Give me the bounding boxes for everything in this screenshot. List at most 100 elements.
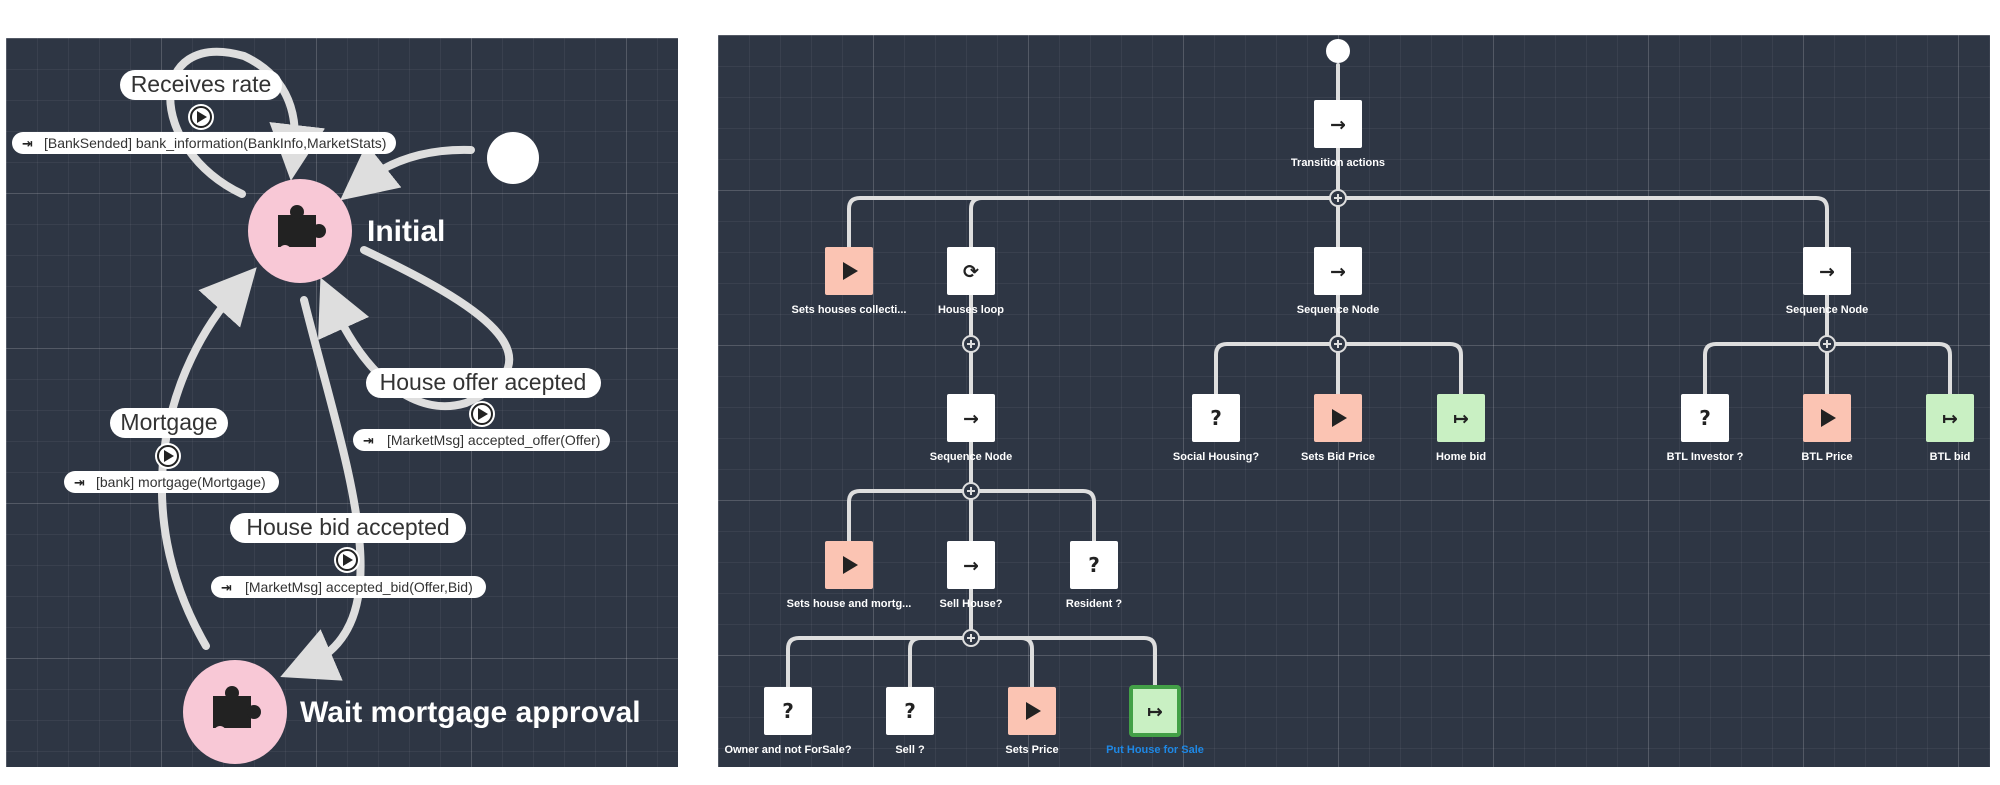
arrow-right-icon: → (963, 555, 979, 577)
svg-text:→: → (963, 408, 979, 430)
svg-text:?: ? (782, 699, 794, 723)
bt-node-label: Sequence Node (1786, 304, 1869, 316)
state-wait-mortgage-approval[interactable]: Wait mortgage approval (183, 660, 641, 764)
goal-arrow-icon: ↦ (1147, 701, 1163, 723)
edge-seq_right (1336, 196, 1829, 249)
bt-node-sets-houses[interactable]: Sets houses collecti... (792, 247, 907, 316)
state-machine-svg: Initial Wait mortgage approval Receives … (12, 47, 641, 764)
bt-node-sets-price[interactable]: Sets Price (1005, 687, 1059, 756)
bt-node-label: Transition actions (1291, 157, 1385, 169)
goal-arrow-icon: ↦ (1942, 408, 1958, 430)
arrow-right-icon: → (1819, 261, 1835, 283)
bt-node-resident[interactable]: ?Resident ? (1066, 541, 1123, 610)
edge-sets_house_mort (847, 489, 973, 543)
bt-node-label: Houses loop (938, 304, 1004, 316)
bt-node-sell[interactable]: ?Sell ? (886, 687, 934, 756)
play-icon (843, 262, 858, 280)
edge-start-to-initial[interactable] (340, 143, 475, 201)
edge-houses_loop (969, 196, 1340, 249)
transition-trigger: [MarketMsg] accepted_offer(Offer) (387, 432, 600, 448)
edge-social (1214, 342, 1340, 396)
trigger-icon: ⇥ (363, 434, 374, 449)
transition-receives-rate[interactable]: Receives rate ⇥ [BankSended] bank_inform… (12, 70, 396, 154)
play-icon (1026, 702, 1041, 720)
bt-node-label: Social Housing? (1173, 451, 1259, 463)
svg-text:?: ? (1210, 406, 1222, 430)
trigger-icon: ⇥ (74, 476, 85, 491)
bt-node-label: Put House for Sale (1106, 744, 1204, 756)
edge-sets_houses (847, 196, 1340, 249)
bt-node-label: Sets house and mortg... (787, 598, 912, 610)
transition-trigger: [bank] mortgage(Mortgage) (96, 474, 266, 490)
add-child-button[interactable] (962, 629, 980, 647)
trigger-icon: ⇥ (221, 581, 232, 596)
transition-mortgage[interactable]: Mortgage ⇥ [bank] mortgage(Mortgage) (64, 408, 279, 493)
transition-trigger: [BankSended] bank_information(BankInfo,M… (44, 135, 386, 151)
bt-node-social[interactable]: ? Social Housing? (1173, 394, 1259, 463)
bt-node-btl-bid[interactable]: ↦ BTL bid (1926, 394, 1974, 463)
bt-node-label: Sell ? (895, 744, 925, 756)
bt-node-houses-loop[interactable]: ⟳ Houses loop (938, 247, 1004, 316)
play-icon[interactable] (155, 443, 181, 469)
bt-node-seq-right[interactable]: → Sequence Node (1786, 247, 1869, 316)
bt-node-bid-price[interactable]: Sets Bid Price (1301, 394, 1375, 463)
state-machine-canvas[interactable]: Initial Wait mortgage approval Receives … (6, 38, 678, 767)
transition-house-offer-acepted[interactable]: House offer acepted ⇥ [MarketMsg] accept… (353, 368, 610, 451)
add-child-button[interactable] (962, 482, 980, 500)
edge-sets_price (969, 636, 1034, 689)
state-label-initial: Initial (367, 215, 445, 248)
bt-node-label: Sequence Node (930, 451, 1013, 463)
svg-text:↦: ↦ (1453, 408, 1469, 430)
start-dot[interactable] (1326, 39, 1350, 63)
bt-node-label: BTL bid (1930, 451, 1971, 463)
bt-node-label: Sell House? (940, 598, 1003, 610)
svg-text:↦: ↦ (1942, 408, 1958, 430)
transition-name: House bid accepted (246, 514, 449, 540)
bt-node-seq-loop[interactable]: → Sequence Node (930, 394, 1013, 463)
play-icon (1821, 409, 1836, 427)
edge-put_house (969, 636, 1157, 689)
puzzle-icon (278, 205, 326, 257)
svg-text:→: → (1330, 261, 1346, 283)
transition-house-bid-accepted[interactable]: House bid accepted ⇥ [MarketMsg] accepte… (211, 513, 486, 598)
question-icon: ? (1699, 406, 1711, 430)
arrow-right-icon: → (1330, 261, 1346, 283)
play-icon (843, 556, 858, 574)
play-icon[interactable] (334, 547, 360, 573)
bt-node-root[interactable]: →Transition actions (1291, 100, 1385, 169)
bt-node-btl-price[interactable]: BTL Price (1801, 394, 1853, 463)
transition-name: Receives rate (131, 71, 272, 97)
state-initial[interactable]: Initial (248, 179, 445, 283)
add-child-button[interactable] (1329, 189, 1347, 207)
play-icon (1332, 409, 1347, 427)
bt-node-home-bid[interactable]: ↦Home bid (1436, 394, 1486, 463)
transition-name: Mortgage (120, 409, 217, 435)
bt-node-seq-mid[interactable]: →Sequence Node (1297, 247, 1380, 316)
bt-node-btl-inv[interactable]: ?BTL Investor ? (1667, 394, 1744, 463)
bt-node-sell-house[interactable]: → Sell House? (940, 541, 1003, 610)
edge-house-bid-accepted[interactable] (280, 296, 365, 681)
bt-node-put-house[interactable]: ↦ Put House for Sale (1106, 685, 1204, 756)
bt-node-owner[interactable]: ?Owner and not ForSale? (724, 687, 852, 756)
edge-owner (786, 636, 973, 689)
start-circle[interactable] (487, 132, 539, 184)
bt-node-label: Sets houses collecti... (792, 304, 907, 316)
bt-node-label: BTL Price (1801, 451, 1852, 463)
play-icon[interactable] (469, 401, 495, 427)
play-icon[interactable] (188, 104, 214, 130)
question-icon: ? (1088, 553, 1100, 577)
svg-text:?: ? (1088, 553, 1100, 577)
add-child-button[interactable] (1329, 335, 1347, 353)
add-child-button[interactable] (1818, 335, 1836, 353)
transition-trigger: [MarketMsg] accepted_bid(Offer,Bid) (245, 579, 473, 595)
arrow-right-icon: → (963, 408, 979, 430)
svg-text:→: → (963, 555, 979, 577)
svg-text:⟳: ⟳ (963, 261, 979, 283)
bt-node-sets-house-mort[interactable]: Sets house and mortg... (787, 541, 912, 610)
state-label-wait: Wait mortgage approval (300, 696, 641, 729)
bt-node-label: Sets Bid Price (1301, 451, 1375, 463)
add-child-button[interactable] (962, 335, 980, 353)
edge-home_bid (1336, 342, 1463, 396)
